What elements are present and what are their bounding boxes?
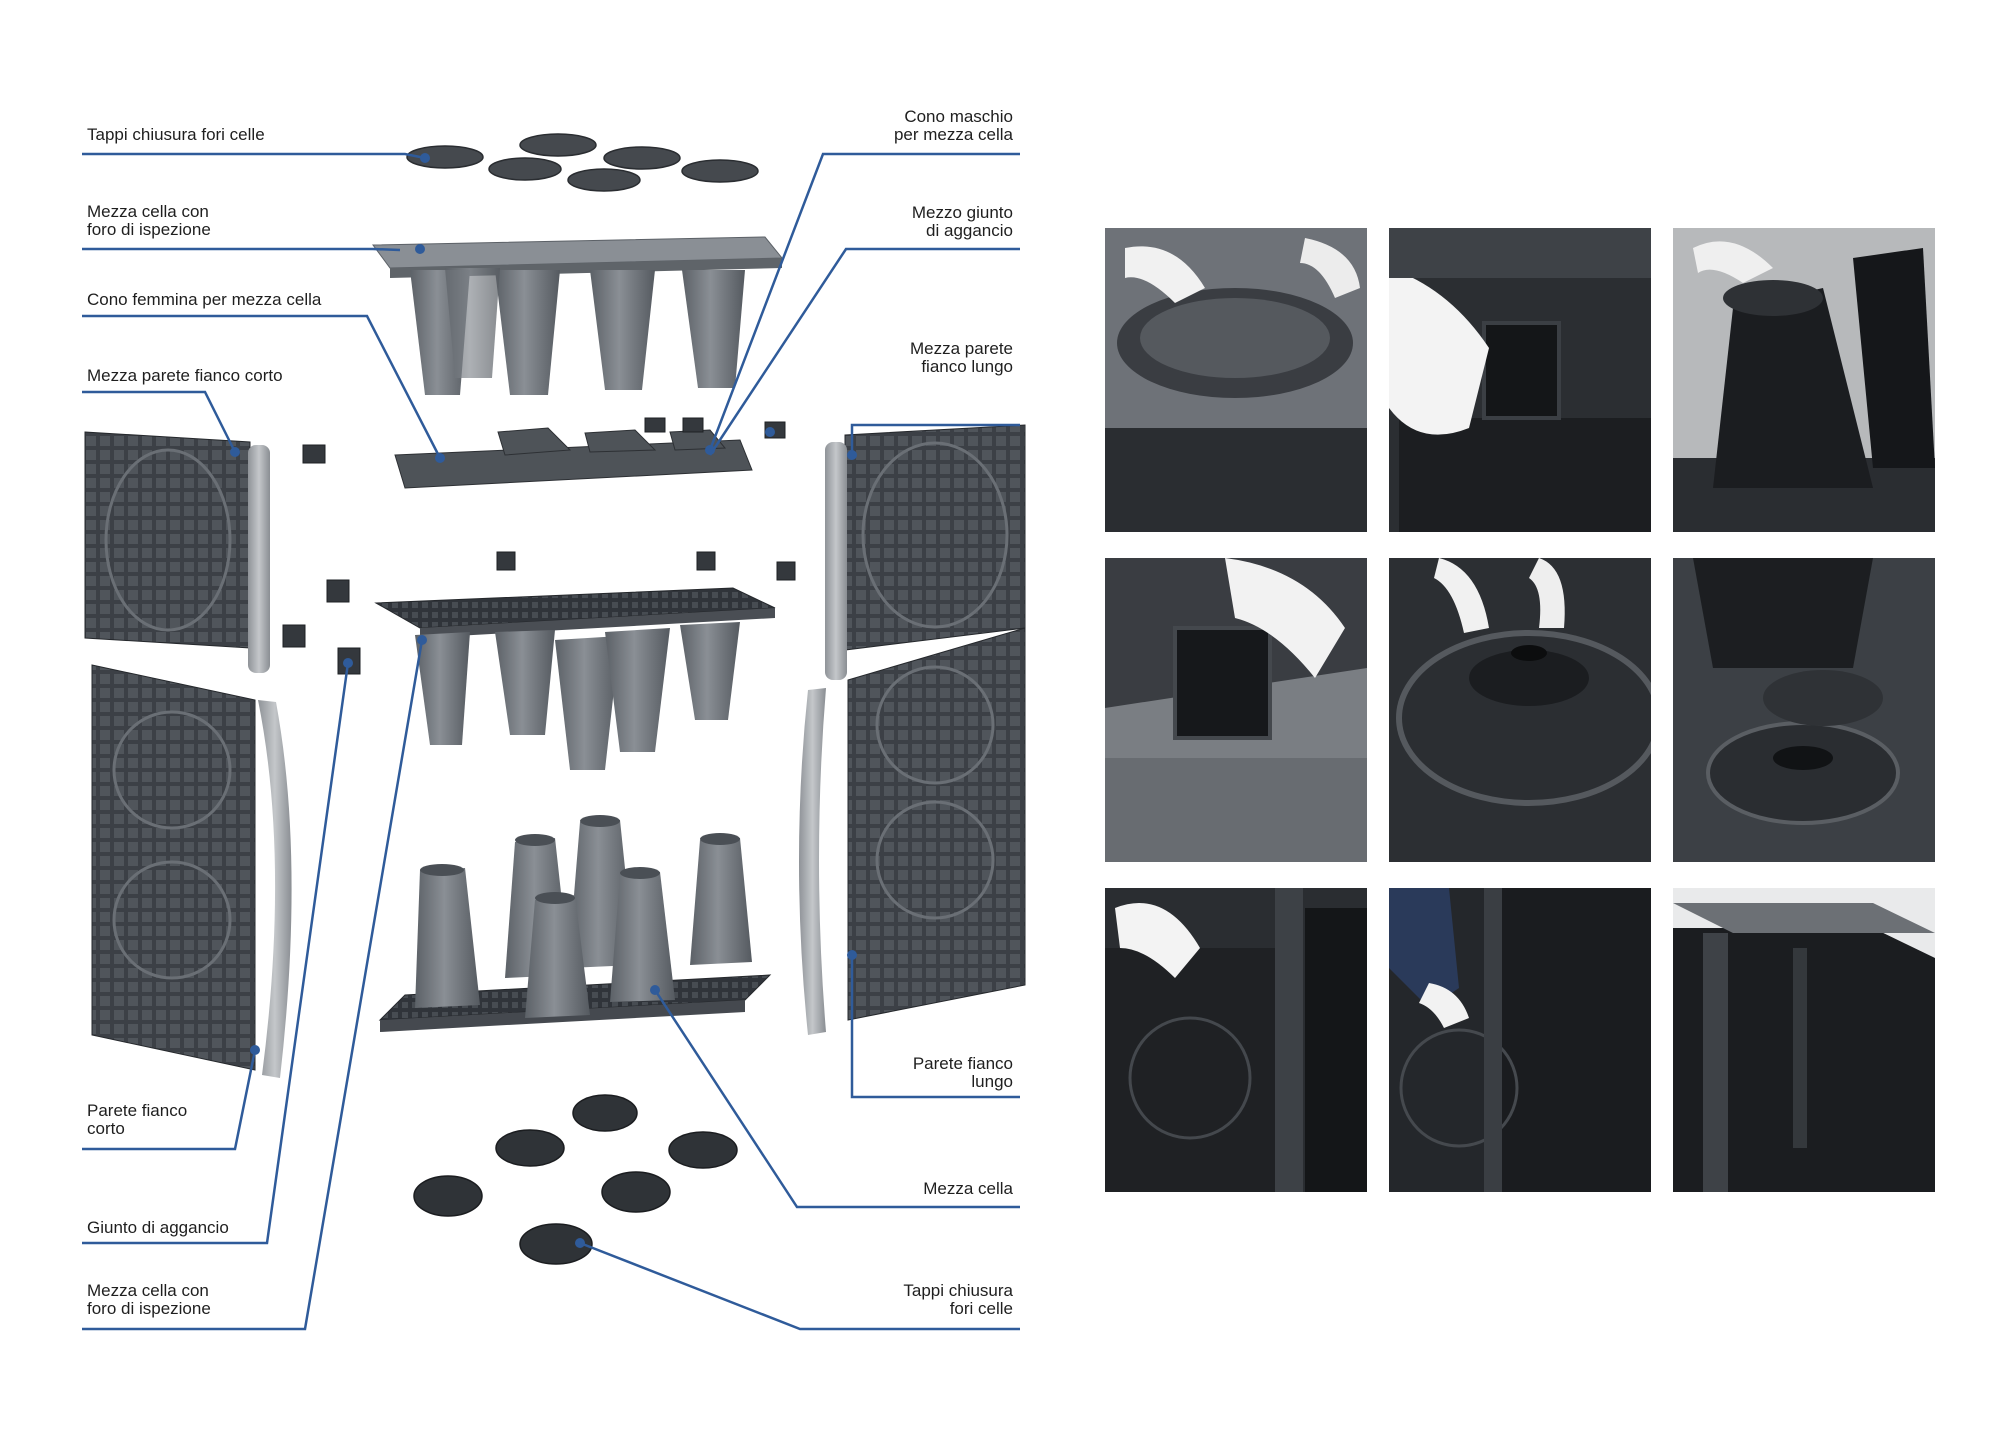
photo-cap-on-grid: [1105, 228, 1367, 532]
middle-half-cell: [374, 587, 776, 770]
label-half-wall-short: Mezza parete fianco corto: [87, 366, 283, 385]
diagram-art: [82, 133, 1026, 1331]
leader-dots: [230, 153, 857, 1248]
photo-female-cone-closeup: [1389, 558, 1651, 862]
short-wall: [91, 664, 292, 1078]
bottom-half-cell: [378, 815, 772, 1032]
photo-grid: [1105, 228, 1945, 1193]
top-half-cell: [372, 236, 784, 395]
photo-assembled-corner: [1673, 888, 1935, 1192]
photo-hand-hook-joint: [1105, 558, 1367, 862]
label-female-cone: Cono femmina per mezza cella: [87, 290, 322, 309]
photo-wall-hooking: [1389, 888, 1651, 1192]
photo-cone-on-grid: [1673, 228, 1935, 532]
photo-wall-assembly: [1105, 888, 1367, 1192]
long-wall: [799, 627, 1026, 1035]
label-top-caps: Tappi chiusura fori celle: [87, 125, 265, 144]
photo-cones-in-cell: [1673, 558, 1935, 862]
long-half-wall: [825, 424, 1026, 680]
female-cone-plate: [394, 427, 753, 489]
photo-gloved-hand-joint: [1389, 228, 1651, 532]
label-half-cell: Mezza cella: [923, 1179, 1013, 1198]
exploded-diagram: Tappi chiusura fori celle Mezza cella co…: [82, 107, 1026, 1331]
bottom-caps: [413, 1094, 738, 1265]
top-caps: [406, 133, 759, 192]
leader-lines: [82, 152, 1020, 1331]
label-hook-joint: Giunto di aggancio: [87, 1218, 229, 1237]
short-half-wall: [84, 431, 270, 673]
